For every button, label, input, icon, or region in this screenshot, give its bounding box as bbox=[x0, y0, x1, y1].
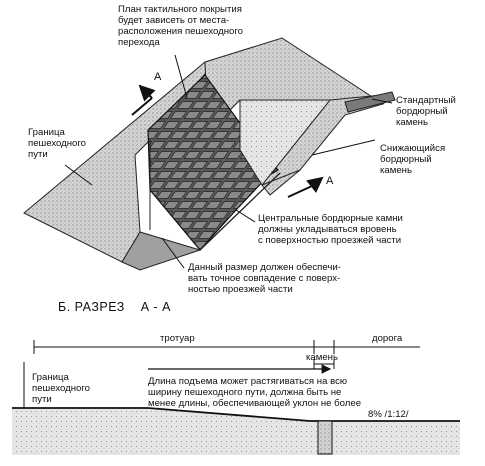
section-curb-stone bbox=[317, 420, 333, 455]
stone-label: камень bbox=[306, 352, 338, 363]
standard-curb-label: Стандартный бордюрный камень bbox=[396, 95, 456, 128]
section-mark-bottom bbox=[287, 176, 324, 198]
top-view-drawing bbox=[23, 37, 396, 271]
road-label: дорога bbox=[372, 333, 403, 344]
path-border-top: Граница пешеходного пути bbox=[28, 127, 87, 160]
standard-curb-stone bbox=[344, 91, 396, 113]
path-border-section: Граница пешеходного пути bbox=[32, 372, 91, 405]
section-drawing bbox=[12, 340, 460, 455]
plan-note: План тактильного покрытия будет зависеть… bbox=[118, 4, 244, 48]
dimension-note: Данный размер должен обеспечи- вать точн… bbox=[188, 262, 341, 295]
slope-label: 8% /1:12/ bbox=[368, 409, 409, 420]
lowered-curb-label: Снижающийся бордюрный камень bbox=[380, 143, 446, 176]
section-mark-a-bottom: A bbox=[326, 175, 334, 187]
section-mark-top bbox=[131, 84, 156, 116]
section-ground bbox=[12, 408, 460, 455]
central-curb-note: Центральные бордюрные камни должны уклад… bbox=[258, 213, 403, 246]
section-title: Б. РАЗРЕЗ А - А bbox=[58, 300, 172, 314]
sidewalk-label: тротуар bbox=[160, 333, 195, 344]
section-mark-a-top: A bbox=[154, 71, 162, 83]
ramp-note: Длина подъема может растягиваться на всю… bbox=[148, 376, 362, 409]
